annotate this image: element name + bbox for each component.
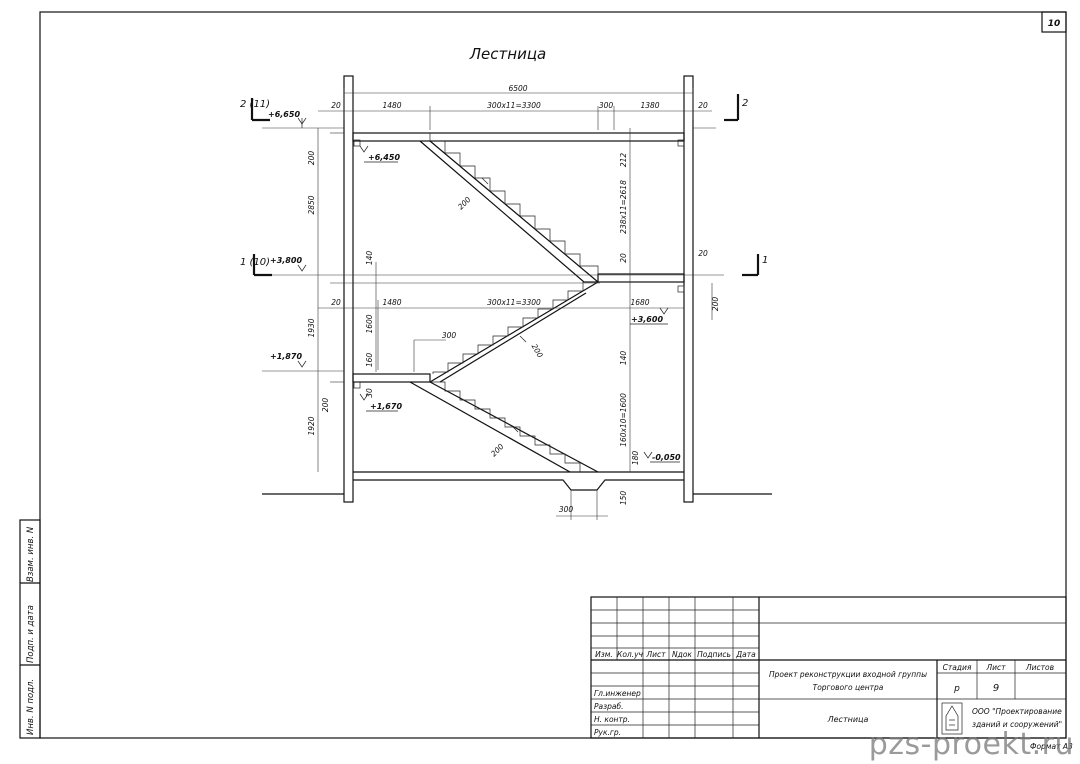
- tb-sheet-name: Лестница: [827, 715, 869, 724]
- right-dim-steps-lower: 160x10=1600: [619, 393, 628, 447]
- right-dim-140: 140: [619, 351, 628, 366]
- slab-dim-1: 200: [456, 195, 473, 212]
- right-dim-180: 180: [631, 451, 640, 466]
- mid-dim-2: 1480: [382, 298, 401, 307]
- bottom-dim-300: 300: [559, 505, 574, 514]
- mark-1870: +1,870: [270, 352, 302, 361]
- left-dim-30: 30: [365, 388, 374, 398]
- tb-sheet-label: Лист: [985, 663, 1006, 672]
- flight-upper: [429, 140, 599, 283]
- flight-middle: [429, 281, 599, 383]
- right-dim-150: 150: [619, 491, 628, 506]
- slab-dim-2: 200: [530, 342, 545, 359]
- tb-project-line2: Торгового центра: [813, 683, 884, 692]
- tb-company-line2: зданий и сооружений": [972, 720, 1062, 729]
- mark-6650: +6,650: [268, 110, 300, 119]
- tb-format: Формат А3: [1030, 742, 1073, 751]
- mid-dim-1: 20: [331, 298, 341, 307]
- top-dim-4: 300: [599, 101, 614, 110]
- left-dim-1600: 1600: [365, 314, 374, 333]
- tb-project-line1: Проект реконструкции входной группы: [769, 670, 927, 679]
- right-dim-steps-upper: 238x11=2618: [619, 180, 628, 234]
- tb-stage-value: р: [953, 684, 960, 694]
- title-block: Изм. Кол.уч Лист Nдок Подпись Дата Гл.ин…: [590, 596, 1073, 751]
- low-landing: [352, 373, 431, 383]
- floor-slab: [353, 471, 684, 491]
- left-dim-2850: 2850: [307, 195, 316, 214]
- mark-3800: +3,800: [270, 256, 302, 265]
- mid-dim-3: 300x11=3300: [487, 298, 541, 307]
- tb-header-podpis: Подпись: [697, 650, 731, 659]
- side-stamp-inventory: Инв. N подл.: [26, 679, 36, 735]
- top-dim-3: 300x11=3300: [487, 101, 541, 110]
- side-stamp-replace: Взам. инв. N: [26, 526, 36, 582]
- level-marks: +6,650 +6,450 +3,800 +3,600 +1,870 +1,67…: [268, 110, 681, 463]
- tb-company-line1: ООО "Проектирование: [972, 707, 1062, 716]
- left-dim-200a: 200: [307, 151, 316, 166]
- side-stamp-sign: Подп. и дата: [26, 605, 36, 663]
- tb-sheets-label: Листов: [1025, 663, 1054, 672]
- tb-role-dev: Разраб.: [594, 702, 623, 711]
- left-dim-160: 160: [365, 353, 374, 368]
- step-dim-300: 300: [442, 331, 457, 340]
- section-label-right-mid: 1: [762, 255, 768, 266]
- left-dim-140: 140: [365, 251, 374, 266]
- drawing-title: Лестница: [469, 45, 546, 63]
- top-dim-5: 1380: [640, 101, 659, 110]
- tb-header-list: Лист: [645, 650, 666, 659]
- left-dim-1920: 1920: [307, 416, 316, 435]
- top-dim-1: 20: [331, 101, 341, 110]
- right-dim-212: 212: [619, 153, 628, 168]
- section-labels: 2 (11) 2 1 (10) 1: [240, 94, 768, 277]
- mid-dim-4: 1680: [630, 298, 649, 307]
- tb-header-koluch: Кол.уч: [617, 650, 644, 659]
- watermark: pzs-proekt.ru: [868, 727, 1074, 762]
- slab-dim-3: 200: [489, 442, 506, 459]
- left-wall: [343, 75, 354, 503]
- tb-header-data: Дата: [735, 650, 756, 659]
- mark-0050: -0,050: [652, 453, 681, 462]
- sheet-number-box: [1041, 11, 1067, 33]
- mark-6450: +6,450: [368, 153, 400, 162]
- side-stamps: Взам. инв. N Подп. и дата Инв. N подл.: [19, 519, 41, 739]
- tb-role-lead: Рук.гр.: [594, 728, 621, 737]
- overall-width: 6500: [508, 84, 527, 93]
- sheet-number: 10: [1048, 19, 1061, 29]
- left-dim-200b: 200: [321, 398, 330, 413]
- right-wall: [683, 75, 694, 503]
- top-slab: [352, 132, 685, 142]
- right-dim-20b: 20: [698, 249, 708, 258]
- company-logo-icon: [941, 702, 963, 735]
- tb-stage-label: Стадия: [943, 663, 972, 672]
- mark-1670: +1,670: [370, 402, 402, 411]
- section-label-right-top: 2: [742, 98, 748, 109]
- top-dim-6: 20: [698, 101, 708, 110]
- mid-landing: [597, 273, 685, 283]
- tb-role-control: Н. контр.: [594, 715, 630, 724]
- section-label-left-top: 2 (11): [240, 99, 270, 110]
- tb-sheet-value: 9: [993, 683, 999, 694]
- sheet-frame: [39, 11, 1067, 739]
- tb-header-ndok: Nдок: [672, 650, 692, 659]
- top-dim-2: 1480: [382, 101, 401, 110]
- mark-3600: +3,600: [631, 315, 663, 324]
- tb-role-chief: Гл.инженер: [594, 689, 641, 698]
- right-dim-20a: 20: [619, 253, 628, 263]
- left-dim-1930: 1930: [307, 318, 316, 337]
- tb-header-izm: Изм.: [595, 650, 613, 659]
- right-dim-200: 200: [711, 297, 720, 312]
- stair-section: [262, 75, 772, 503]
